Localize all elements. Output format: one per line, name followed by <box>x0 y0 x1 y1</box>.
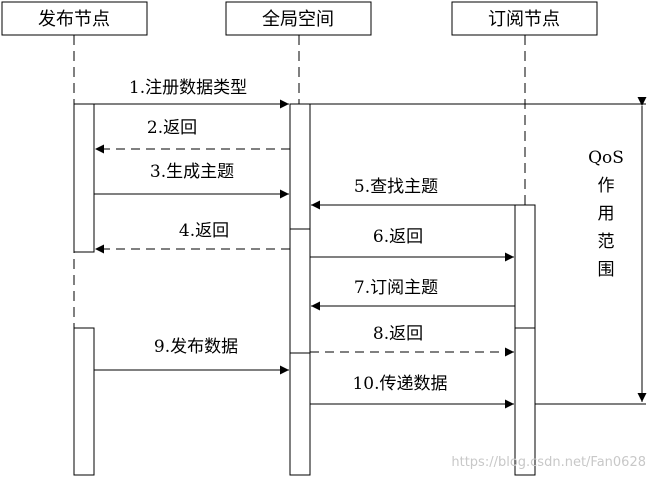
message-8-label: 8.返回 <box>373 324 423 344</box>
message-4-label: 4.返回 <box>179 221 229 241</box>
message-1-register-data-type: 1.注册数据类型 <box>94 78 289 109</box>
participant-global-space-label: 全局空间 <box>262 9 334 30</box>
message-9-label: 9.发布数据 <box>154 337 238 357</box>
message-7-subscribe-topic: 7.订阅主题 <box>311 278 515 311</box>
activation-subscriber-1 <box>514 204 536 329</box>
message-5-find-topic: 5.查找主题 <box>311 177 515 210</box>
message-1-label: 1.注册数据类型 <box>129 78 247 98</box>
message-6-label: 6.返回 <box>373 227 423 247</box>
watermark: https://blog.csdn.net/Fan0628 <box>451 455 646 470</box>
participant-global-space: 全局空间 <box>225 1 372 36</box>
activation-publisher-2 <box>73 327 95 476</box>
qos-scope-bracket <box>310 97 647 405</box>
message-7-label: 7.订阅主题 <box>354 278 438 298</box>
activation-global-space-3 <box>289 352 311 476</box>
activation-global-space-2 <box>289 228 311 354</box>
qos-label-line-2: 作 <box>598 176 615 196</box>
message-9-publish-data: 9.发布数据 <box>94 337 289 375</box>
participant-publisher: 发布节点 <box>1 1 148 36</box>
qos-label-line-1: QoS <box>588 148 624 168</box>
qos-label-line-4: 范 <box>598 232 615 252</box>
message-8-return: 8.返回 <box>310 324 514 357</box>
activation-global-space-1 <box>289 103 311 230</box>
participant-subscriber: 订阅节点 <box>451 1 598 36</box>
message-3-create-topic: 3.生成主题 <box>94 162 289 199</box>
qos-scope-label: QoS 作 用 范 围 <box>588 148 624 280</box>
message-4-return: 4.返回 <box>95 221 290 254</box>
qos-label-line-5: 围 <box>598 260 615 280</box>
activation-subscriber-2 <box>514 327 536 476</box>
message-2-label: 2.返回 <box>147 118 197 138</box>
activation-publisher-1 <box>73 103 95 253</box>
message-6-return: 6.返回 <box>310 227 514 262</box>
message-3-label: 3.生成主题 <box>150 162 234 182</box>
message-2-return: 2.返回 <box>95 118 290 154</box>
participant-subscriber-label: 订阅节点 <box>488 9 560 30</box>
message-10-deliver-data: 10.传递数据 <box>310 374 514 409</box>
participant-publisher-label: 发布节点 <box>38 9 110 30</box>
qos-label-line-3: 用 <box>598 204 615 224</box>
message-10-label: 10.传递数据 <box>352 374 447 394</box>
message-5-label: 5.查找主题 <box>354 177 438 197</box>
